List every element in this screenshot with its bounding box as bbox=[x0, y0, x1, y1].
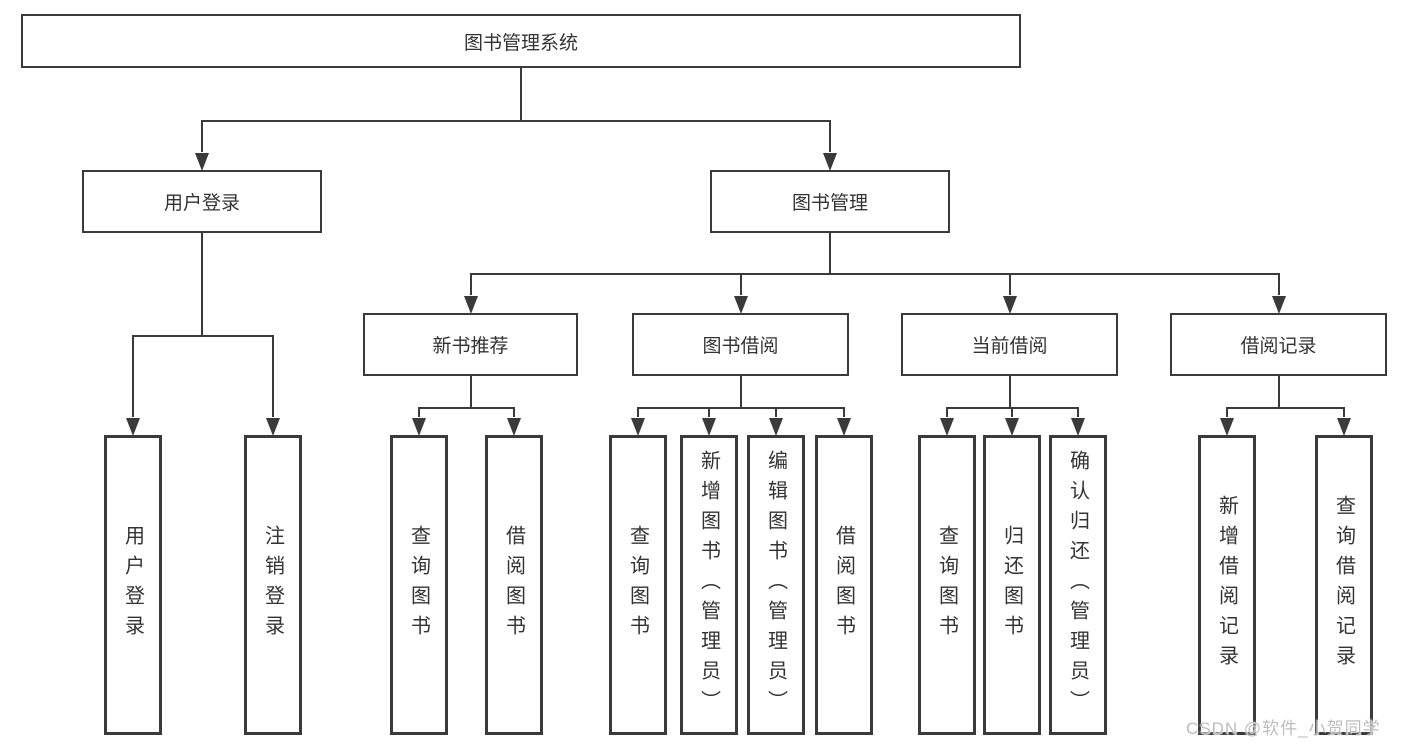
node-leaf-edit-books: 编辑图书（管理员） bbox=[747, 435, 805, 735]
arrow-down-icon bbox=[195, 153, 209, 171]
node-leaf-confirm-return: 确认归还（管理员） bbox=[1049, 435, 1107, 735]
edge-stem-book-mgmt bbox=[829, 233, 831, 275]
edge-stem-current-borrow bbox=[1008, 376, 1011, 409]
arrow-down-icon bbox=[1002, 296, 1017, 314]
arrow-down-icon bbox=[769, 418, 783, 436]
arrow-down-icon bbox=[1071, 418, 1085, 436]
edge-drop-leaf-borrow-books-2 bbox=[843, 409, 845, 417]
node-new-book-rec: 新书推荐 bbox=[363, 313, 578, 376]
node-leaf-query-books-2: 查询图书 bbox=[609, 435, 667, 735]
edge-drop-current-borrow bbox=[1008, 275, 1011, 295]
edge-drop-leaf-borrow-books-1 bbox=[513, 409, 515, 417]
edge-branch-book-borrow bbox=[637, 407, 845, 409]
edge-drop-leaf-query-books-2 bbox=[637, 409, 639, 417]
arrow-down-icon bbox=[507, 418, 521, 436]
edge-drop-book-borrow bbox=[739, 275, 742, 295]
edge-stem-book-borrow bbox=[739, 376, 742, 409]
node-leaf-query-books-1: 查询图书 bbox=[390, 435, 448, 735]
watermark: CSDN @软件_小贺同学 bbox=[1186, 719, 1381, 738]
edge-stem-user-login bbox=[201, 233, 203, 337]
node-leaf-borrow-books-1: 借阅图书 bbox=[485, 435, 543, 735]
edge-drop-leaf-return-books bbox=[1011, 409, 1013, 417]
edge-branch-new-book-rec bbox=[418, 407, 515, 409]
edge-drop-new-book-rec bbox=[469, 275, 472, 295]
node-leaf-add-books: 新增图书（管理员） bbox=[680, 435, 738, 735]
edge-branch-current-borrow bbox=[946, 407, 1079, 409]
node-root: 图书管理系统 bbox=[21, 14, 1021, 68]
edge-drop-leaf-query-books-1 bbox=[418, 409, 420, 417]
arrow-down-icon bbox=[940, 418, 954, 436]
edge-drop-leaf-query-books-3 bbox=[946, 409, 948, 417]
arrow-down-icon bbox=[1005, 418, 1019, 436]
edge-branch-book-mgmt bbox=[469, 273, 1280, 275]
edge-stem-root bbox=[520, 68, 522, 122]
edge-drop-user-login bbox=[201, 122, 203, 152]
arrow-down-icon bbox=[126, 418, 140, 436]
node-leaf-add-borrow-record: 新增借阅记录 bbox=[1198, 435, 1256, 735]
arrow-down-icon bbox=[702, 418, 716, 436]
node-leaf-borrow-books-2: 借阅图书 bbox=[815, 435, 873, 735]
node-borrow-records: 借阅记录 bbox=[1170, 313, 1387, 376]
node-leaf-query-borrow-record: 查询借阅记录 bbox=[1315, 435, 1373, 735]
edge-drop-leaf-add-books bbox=[708, 409, 710, 417]
node-book-mgmt: 图书管理 bbox=[710, 170, 950, 233]
edge-stem-borrow-records bbox=[1277, 376, 1280, 409]
edge-stem-new-book-rec bbox=[469, 376, 472, 409]
node-leaf-query-books-3: 查询图书 bbox=[918, 435, 976, 735]
edge-branch-user-login bbox=[132, 335, 274, 337]
node-leaf-logout: 注销登录 bbox=[244, 435, 302, 735]
edge-drop-leaf-query-borrow-record bbox=[1343, 409, 1345, 417]
edge-branch-root bbox=[201, 120, 831, 122]
edge-branch-borrow-records bbox=[1226, 407, 1345, 409]
arrow-down-icon bbox=[1337, 418, 1351, 436]
edge-drop-leaf-add-borrow-record bbox=[1226, 409, 1228, 417]
arrow-down-icon bbox=[266, 418, 280, 436]
edge-drop-leaf-user-login bbox=[132, 337, 134, 417]
arrow-down-icon bbox=[733, 296, 748, 314]
node-user-login: 用户登录 bbox=[82, 170, 322, 233]
arrow-down-icon bbox=[1220, 418, 1234, 436]
arrow-down-icon bbox=[1271, 296, 1286, 314]
arrow-down-icon bbox=[837, 418, 851, 436]
edge-drop-leaf-edit-books bbox=[775, 409, 777, 417]
node-current-borrow: 当前借阅 bbox=[901, 313, 1118, 376]
arrow-down-icon bbox=[823, 153, 837, 171]
node-leaf-return-books: 归还图书 bbox=[983, 435, 1041, 735]
edge-drop-leaf-confirm-return bbox=[1077, 409, 1079, 417]
arrow-down-icon bbox=[631, 418, 645, 436]
node-leaf-user-login: 用户登录 bbox=[104, 435, 162, 735]
edge-drop-leaf-logout bbox=[272, 337, 274, 417]
node-book-borrow: 图书借阅 bbox=[632, 313, 849, 376]
edge-drop-book-mgmt bbox=[829, 122, 831, 152]
arrow-down-icon bbox=[412, 418, 426, 436]
arrow-down-icon bbox=[463, 296, 478, 314]
edge-drop-borrow-records bbox=[1277, 275, 1280, 295]
